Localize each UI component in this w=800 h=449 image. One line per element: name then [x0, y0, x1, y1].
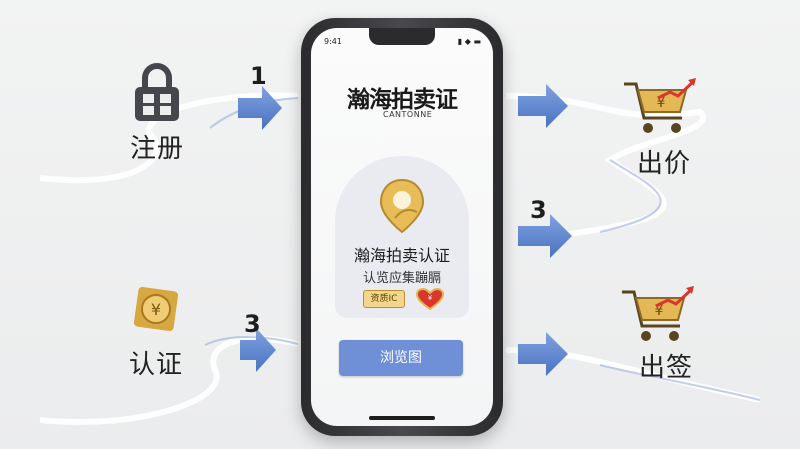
connector-bottom-right-shade: [599, 364, 761, 401]
status-icons: ▮ ◆ ▬: [457, 37, 481, 46]
arrow-bid: [518, 84, 568, 128]
step-number-verify: 3: [244, 310, 261, 338]
step-label-bid: 出价: [637, 149, 692, 179]
phone-screen: 9:41 ▮ ◆ ▬ 瀚海拍卖证 CANTONNE 瀚海拍卖认证 认览应集蹦膈 …: [311, 28, 493, 426]
app-subtitle: CANTONNE: [383, 110, 433, 119]
browse-button[interactable]: 浏览图: [339, 340, 463, 376]
phone-mockup: 9:41 ▮ ◆ ▬ 瀚海拍卖证 CANTONNE 瀚海拍卖认证 认览应集蹦膈 …: [301, 18, 503, 436]
location-pin-icon: [377, 178, 427, 238]
qualification-badge: 资质IC: [363, 290, 405, 308]
shopping-cart-yuan-icon: ¥: [622, 78, 698, 140]
svg-text:¥: ¥: [655, 303, 664, 319]
arrow-step3-right: [518, 214, 572, 258]
connector-top-right-shade: [599, 159, 662, 233]
step-label-sign: 出签: [639, 353, 694, 383]
connector-top-right: [505, 93, 707, 238]
app-title: 瀚海拍卖证: [347, 86, 458, 113]
home-indicator: [369, 416, 435, 420]
connector-bottom-left-shade: [204, 336, 299, 346]
step-number-bid: 3: [530, 196, 547, 224]
certification-card: 瀚海拍卖认证 认览应集蹦膈 资质IC ¥: [335, 156, 469, 318]
lock-icon: [133, 60, 181, 126]
svg-text:¥: ¥: [151, 300, 161, 319]
step-label-verify: 认证: [129, 350, 184, 380]
yuan-coin-icon: ¥: [132, 285, 180, 337]
card-title: 瀚海拍卖认证: [353, 246, 450, 265]
arrow-sign: [518, 332, 568, 376]
svg-text:¥: ¥: [428, 294, 433, 302]
step-number-register: 1: [250, 62, 267, 90]
card-subtitle: 认览应集蹦膈: [362, 271, 441, 286]
arrow-verify: [240, 328, 276, 372]
step-label-register: 注册: [130, 134, 185, 164]
heart-yuan-icon: ¥: [415, 287, 445, 314]
svg-text:¥: ¥: [657, 95, 666, 111]
status-time: 9:41: [324, 37, 342, 46]
phone-notch: [369, 28, 435, 45]
connector-bottom-left: [39, 335, 299, 425]
shopping-cart-yuan-icon: ¥: [620, 286, 696, 348]
connector-top-left: [39, 92, 299, 184]
arrow-register: [238, 86, 282, 130]
